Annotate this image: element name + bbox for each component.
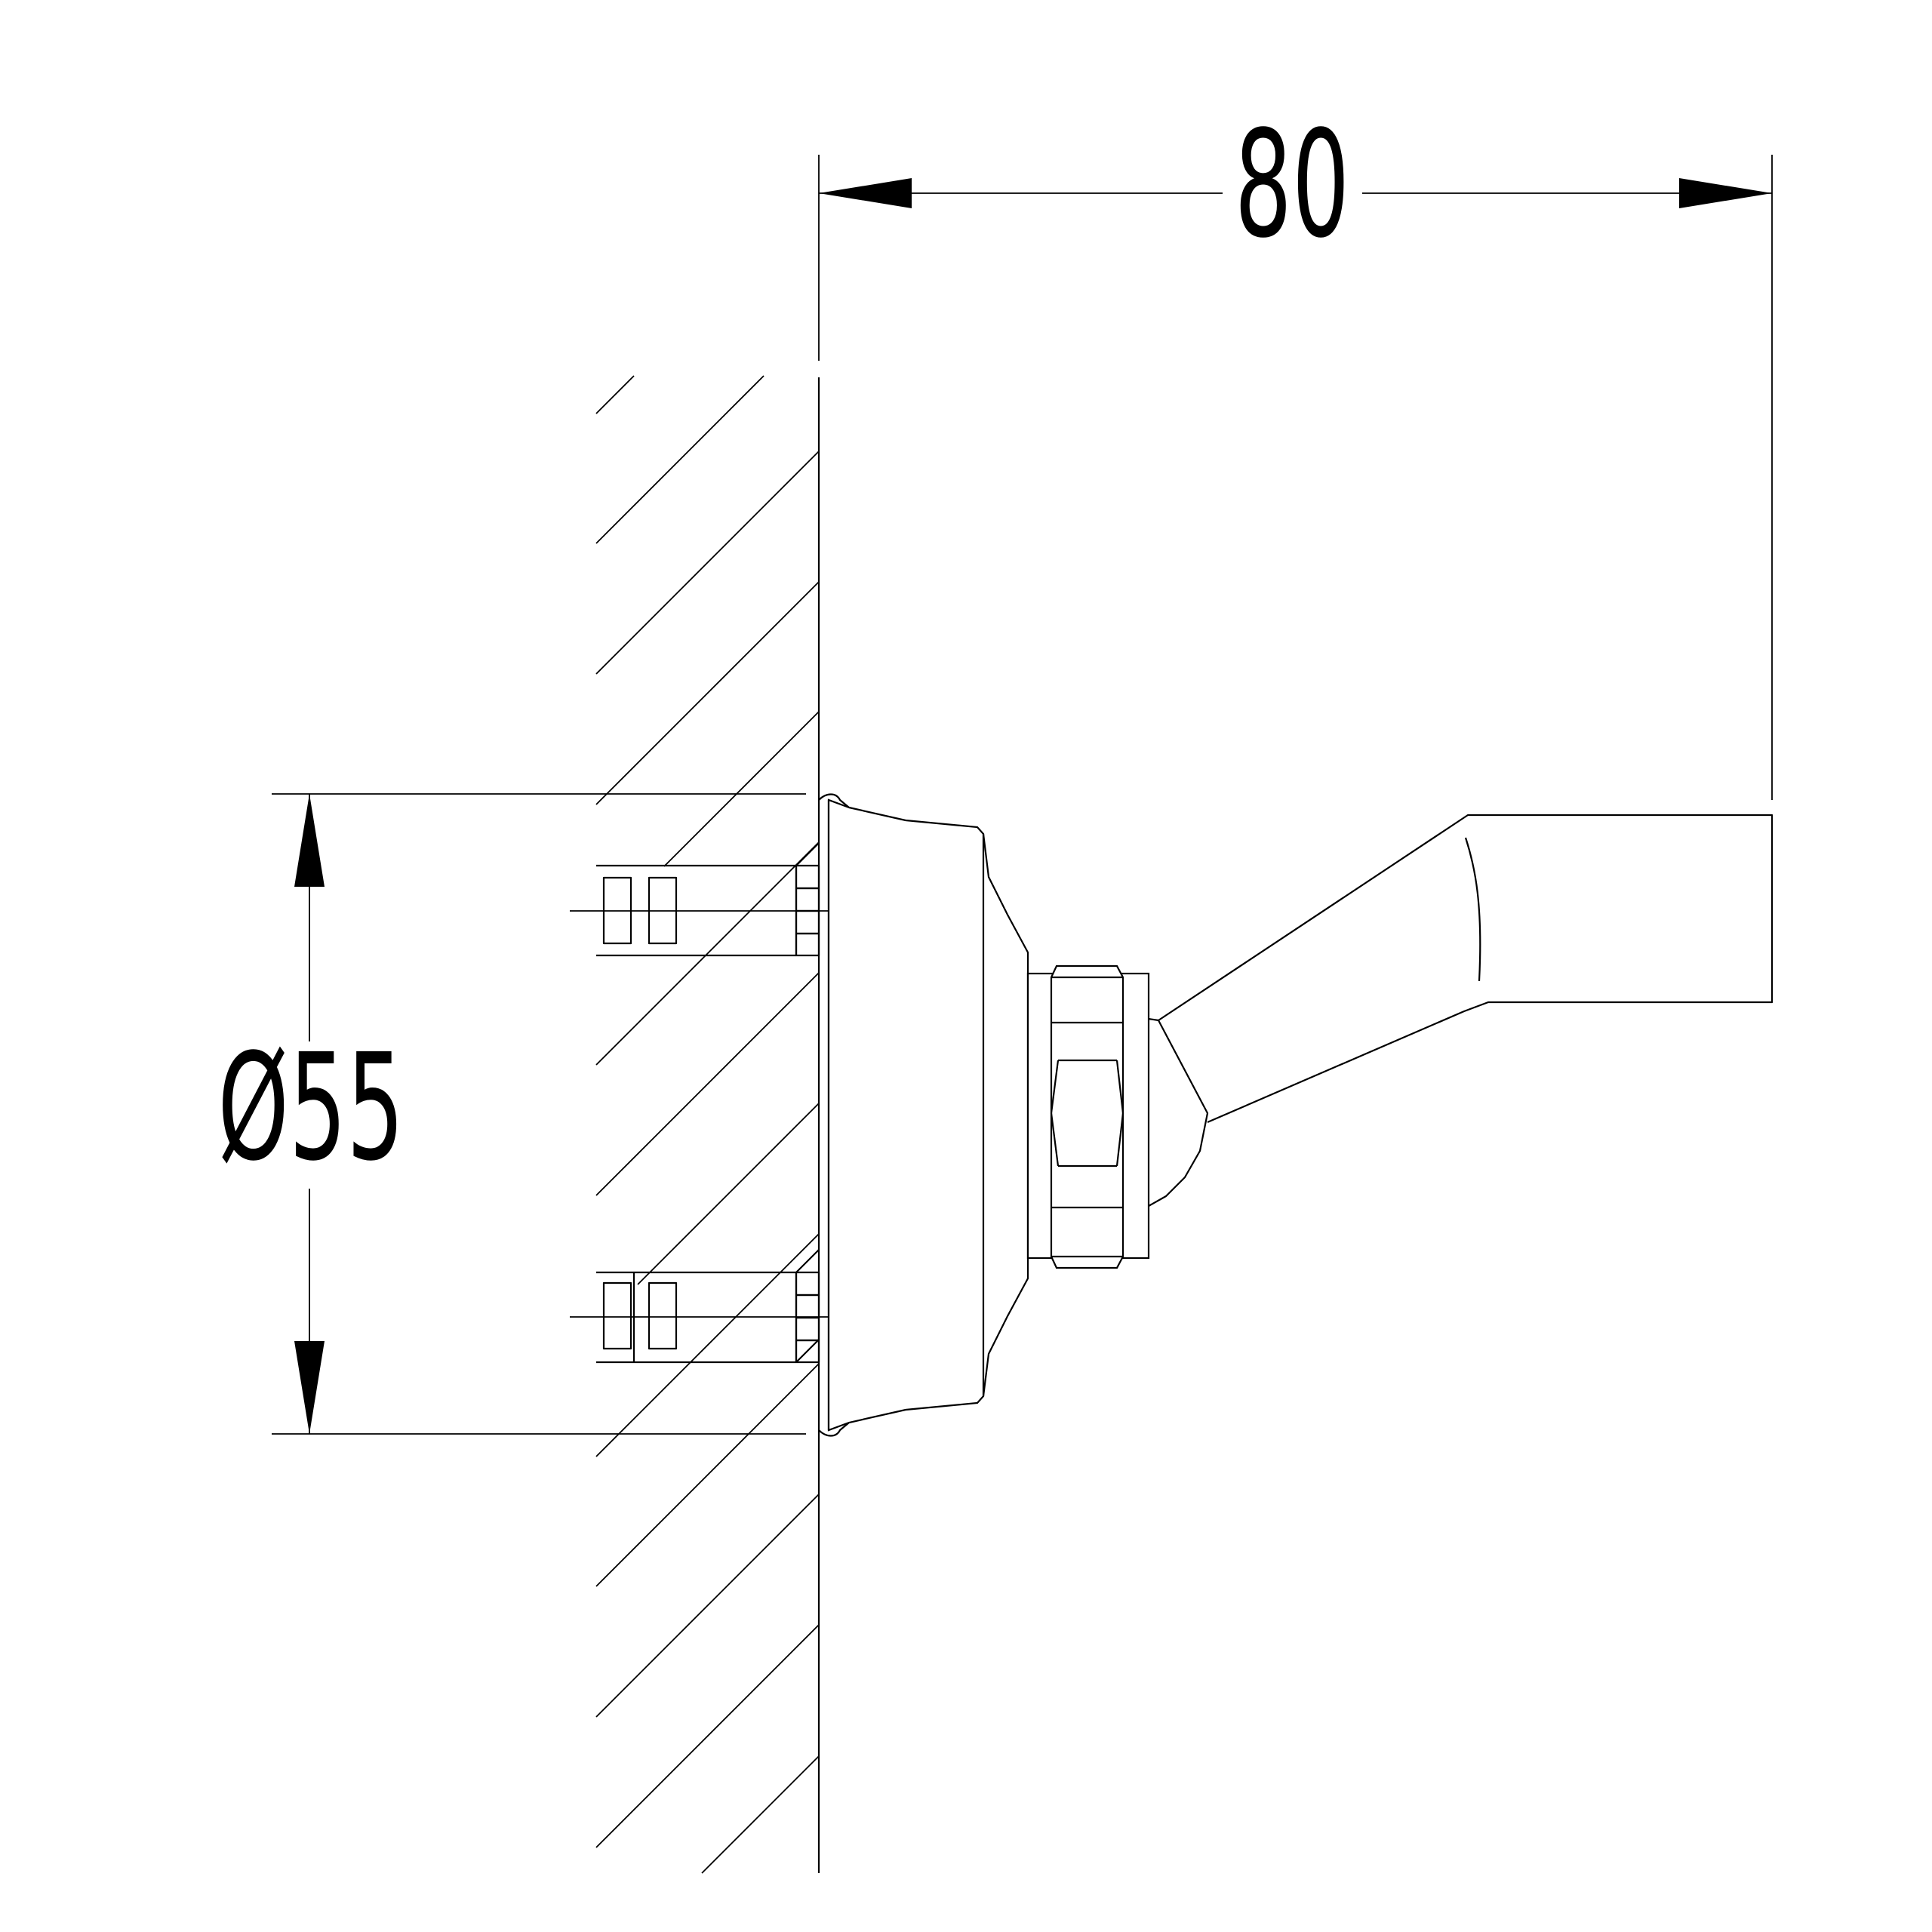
dimension-label-diameter: Ø55: [217, 1023, 404, 1194]
arrowhead-bottom: [294, 1341, 325, 1434]
dimension-diameter: Ø55: [217, 793, 806, 1435]
lower-anchor: [570, 1249, 844, 1364]
arrowhead-top: [294, 794, 325, 887]
hex-nut: [1026, 964, 1150, 1269]
dimension-label-projection: 80: [1235, 100, 1350, 271]
dimension-projection: 80: [818, 100, 1773, 800]
arrowhead-right: [1679, 178, 1772, 208]
rosette: [818, 793, 1029, 1437]
arrowhead-left: [819, 178, 912, 208]
wall-section: [595, 375, 820, 1874]
upper-anchor: [570, 842, 844, 957]
wall-hatching: [595, 375, 820, 1874]
holder-arm: [1148, 814, 1774, 1207]
